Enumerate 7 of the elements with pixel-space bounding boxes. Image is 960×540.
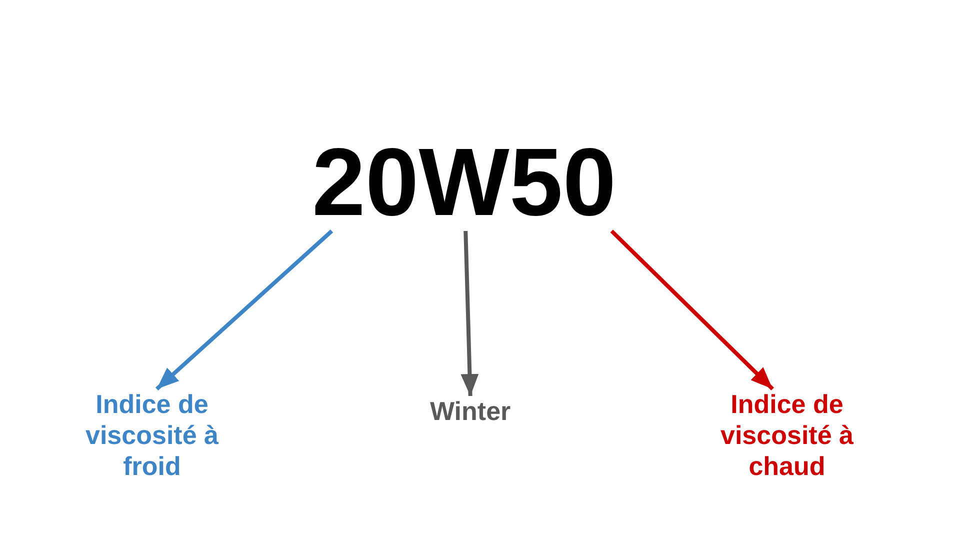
annotation-text: Indice de viscosité à chaud <box>707 389 867 482</box>
annotation-text: Winter <box>430 396 511 427</box>
arrow <box>460 230 479 396</box>
arrow <box>155 230 334 390</box>
arrow <box>610 230 774 390</box>
annotation-text: Indice de viscosité à froid <box>72 389 232 482</box>
oil-grade-code: 20W50 <box>312 135 616 231</box>
